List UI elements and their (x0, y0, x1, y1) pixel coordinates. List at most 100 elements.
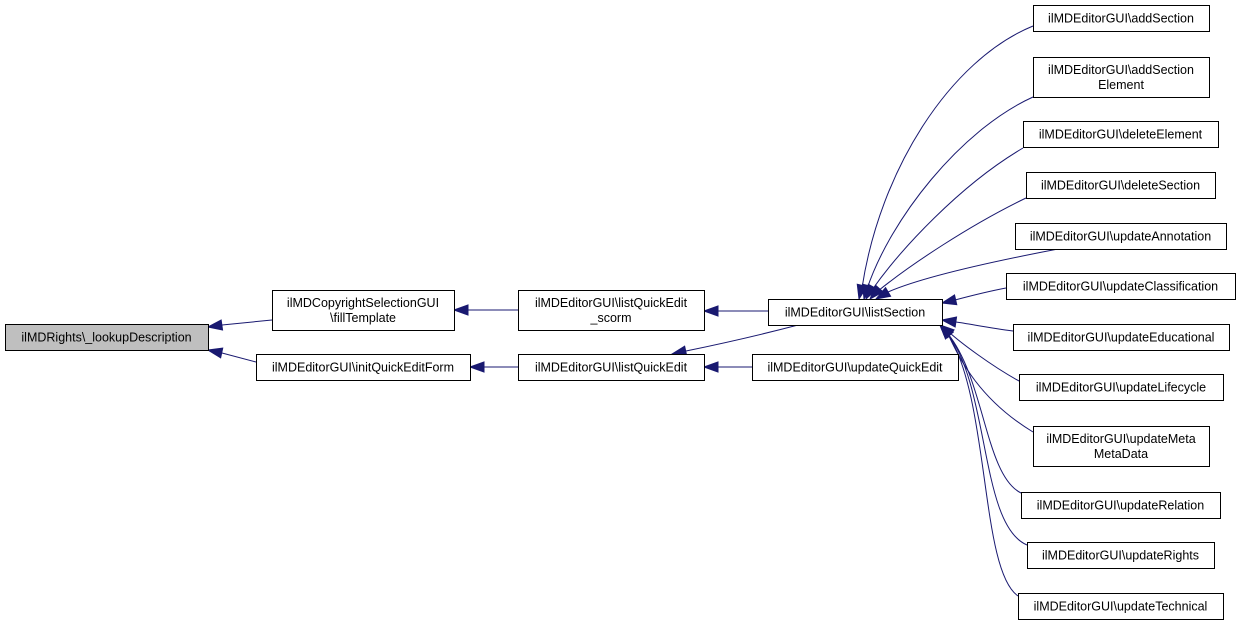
edge-listQuickEdit-to-initQuickEditForm (468, 361, 518, 373)
node-label-line: ilMDEditorGUI\deleteElement (1039, 128, 1203, 142)
node-updateAnnotation[interactable]: ilMDEditorGUI\updateAnnotation (1015, 223, 1227, 250)
edge-line (887, 248, 1059, 293)
node-deleteSection[interactable]: ilMDEditorGUI\deleteSection (1026, 172, 1216, 199)
edge-line (949, 332, 1020, 382)
edge-arrowhead (874, 286, 892, 300)
node-box (518, 290, 705, 331)
edge-updateTechnical-to-listSection (939, 323, 1019, 597)
edge-line (685, 324, 799, 352)
node-box (518, 354, 705, 381)
edge-arrowhead (206, 319, 224, 331)
edge-updateEducational-to-listSection (940, 316, 1014, 332)
edge-updateClassification-to-listSection (940, 287, 1007, 306)
node-label-line: ilMDEditorGUI\listSection (785, 306, 925, 320)
node-label-line: ilMDEditorGUI\updateLifecycle (1036, 381, 1206, 395)
node-box (1023, 121, 1219, 148)
node-label-line: ilMDEditorGUI\updateRelation (1037, 499, 1204, 513)
node-label-line: Element (1098, 78, 1144, 92)
node-box (1021, 492, 1221, 519)
node-updateRights[interactable]: ilMDEditorGUI\updateRights (1027, 542, 1215, 569)
node-label-line: ilMDRights\_lookupDescription (21, 331, 191, 345)
node-box (1018, 593, 1224, 620)
edge-arrowhead (468, 361, 485, 373)
node-label-line: MetaData (1094, 447, 1148, 461)
node-listQuickEditScorm[interactable]: ilMDEditorGUI\listQuickEdit_scorm (518, 290, 705, 331)
edge-listSection-to-listQuickEditScorm (702, 305, 768, 317)
node-addSection[interactable]: ilMDEditorGUI\addSection (1033, 5, 1210, 32)
node-box (5, 324, 209, 351)
node-updateLifecycle[interactable]: ilMDEditorGUI\updateLifecycle (1019, 374, 1224, 401)
edge-arrowhead (940, 294, 958, 306)
edge-arrowhead (452, 304, 469, 316)
node-updateRelation[interactable]: ilMDEditorGUI\updateRelation (1021, 492, 1221, 519)
edge-initQuickEditForm-to-lookupDescription (206, 347, 257, 363)
node-deleteElement[interactable]: ilMDEditorGUI\deleteElement (1023, 121, 1219, 148)
node-box (256, 354, 471, 381)
edge-fillTemplate-to-lookupDescription (206, 319, 273, 331)
node-box (1013, 324, 1230, 351)
edge-line (866, 96, 1034, 290)
node-label-line: ilMDEditorGUI\updateEducational (1028, 331, 1215, 345)
edge-line (947, 333, 1028, 546)
node-label-line: ilMDEditorGUI\deleteSection (1041, 179, 1200, 193)
node-listSection[interactable]: ilMDEditorGUI\listSection (768, 299, 943, 326)
edge-line (221, 319, 273, 326)
node-initQuickEditForm[interactable]: ilMDEditorGUI\initQuickEditForm (256, 354, 471, 381)
node-updateTechnical[interactable]: ilMDEditorGUI\updateTechnical (1018, 593, 1224, 620)
node-box (1019, 374, 1224, 401)
node-box (752, 354, 959, 381)
node-box (1027, 542, 1215, 569)
node-updateQuickEdit[interactable]: ilMDEditorGUI\updateQuickEdit (752, 354, 959, 381)
edge-line (877, 197, 1027, 292)
node-label-line: ilMDEditorGUI\listQuickEdit (535, 361, 688, 375)
node-updateClassification[interactable]: ilMDEditorGUI\updateClassification (1006, 273, 1236, 300)
edge-deleteSection-to-listSection (869, 197, 1027, 301)
node-label-line: ilMDEditorGUI\updateClassification (1023, 280, 1218, 294)
nodes: ilMDRights\_lookupDescription ilMDCopyrig… (5, 5, 1236, 620)
node-label-line: \fillTemplate (330, 311, 396, 325)
node-label-line: _scorm (590, 311, 632, 325)
node-label-line: ilMDEditorGUI\updateRights (1042, 549, 1199, 563)
edge-arrowhead (939, 323, 954, 340)
edge-arrowhead (702, 361, 719, 373)
edge-arrowhead (206, 347, 224, 359)
node-fillTemplate[interactable]: ilMDCopyrightSelectionGUI\fillTemplate (272, 290, 455, 331)
node-label-line: ilMDEditorGUI\updateQuickEdit (767, 361, 943, 375)
edge-deleteElement-to-listSection (865, 147, 1024, 301)
node-label-line: ilMDEditorGUI\addSection (1048, 63, 1194, 77)
node-box (768, 299, 943, 326)
node-box (1033, 57, 1210, 98)
edge-addSection-to-listSection (856, 25, 1034, 301)
node-label-line: ilMDEditorGUI\initQuickEditForm (272, 361, 454, 375)
node-label-line: ilMDEditorGUI\updateAnnotation (1030, 230, 1211, 244)
edge-updateRelation-to-listSection (939, 323, 1022, 494)
node-box (272, 290, 455, 331)
node-label-line: ilMDEditorGUI\listQuickEdit (535, 296, 688, 310)
edge-line (947, 333, 1022, 494)
edge-updateAnnotation-to-listSection (874, 248, 1059, 300)
node-label-line: ilMDEditorGUI\addSection (1048, 12, 1194, 26)
node-box (1033, 5, 1210, 32)
edge-arrowhead (702, 305, 719, 317)
edges (206, 25, 1059, 597)
node-lookupDescription[interactable]: ilMDRights\_lookupDescription (5, 324, 209, 351)
edge-line (221, 352, 257, 363)
node-label-line: ilMDEditorGUI\updateMeta (1046, 432, 1195, 446)
edge-line (947, 333, 1019, 597)
edge-line (955, 321, 1014, 332)
node-box (1006, 273, 1236, 300)
edge-line (861, 25, 1034, 289)
node-label-line: ilMDEditorGUI\updateTechnical (1034, 600, 1208, 614)
node-label-line: ilMDCopyrightSelectionGUI (287, 296, 439, 310)
node-box (1033, 426, 1210, 467)
edge-listQuickEditScorm-to-fillTemplate (452, 304, 518, 316)
edge-line (947, 333, 1034, 433)
node-listQuickEdit[interactable]: ilMDEditorGUI\listQuickEdit (518, 354, 705, 381)
node-box (1026, 172, 1216, 199)
edge-line (954, 287, 1007, 301)
edge-line (871, 147, 1024, 291)
node-updateEducational[interactable]: ilMDEditorGUI\updateEducational (1013, 324, 1230, 351)
